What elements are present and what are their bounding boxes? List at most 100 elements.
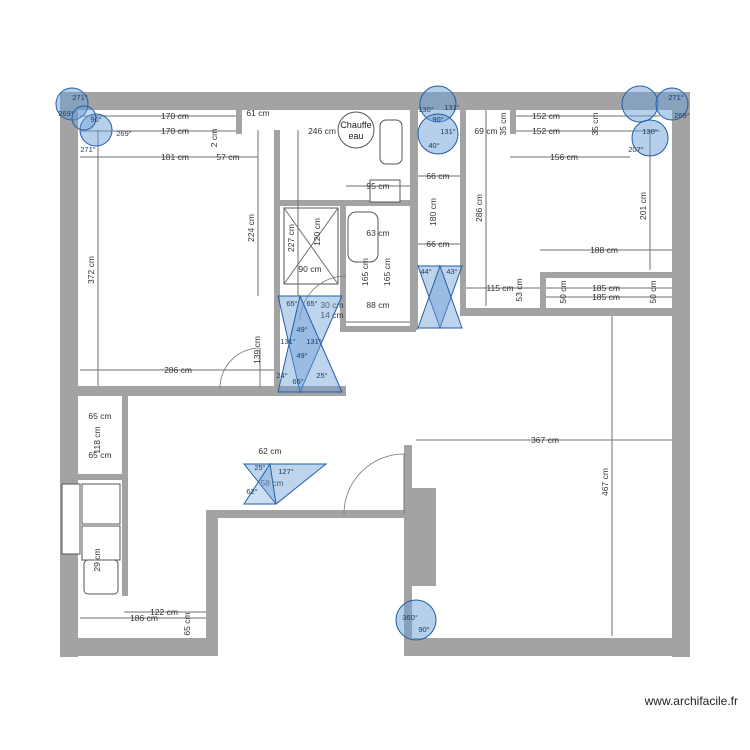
dim-65a: 65 cm	[88, 411, 111, 421]
dim-88: 88 cm	[366, 300, 389, 310]
dim-2: 2 cm	[209, 129, 219, 147]
dim-120: 120 cm	[312, 218, 322, 246]
boiler-sublabel: eau	[348, 131, 363, 141]
dim-188: 188 cm	[590, 245, 618, 255]
dim-185b: 185 cm	[592, 292, 620, 302]
dim-35b: 35 cm	[590, 112, 600, 135]
wall-bath-bottom	[340, 326, 416, 332]
wall-storage-right	[122, 396, 128, 596]
dim-152a: 152 cm	[532, 111, 560, 121]
wall-bath-left	[274, 130, 280, 392]
angle-cluster-mid-right: 44° 43°	[417, 264, 463, 330]
toilet	[347, 211, 379, 263]
angle-label: 66°	[292, 377, 303, 386]
dim-286a: 286 cm	[164, 365, 192, 375]
angle-label: 40°	[428, 141, 439, 150]
wall-top	[60, 92, 690, 110]
dim-66a: 66 cm	[426, 171, 449, 181]
angle-cluster-top-left: 271° 269° 90° 269° 271°	[55, 87, 132, 154]
wall-bottom-right	[406, 638, 690, 656]
dim-14: 14 cm	[320, 310, 343, 320]
dim-53: 53 cm	[514, 278, 524, 301]
dim-58: 58 cm	[260, 478, 283, 488]
wall-closet-top	[236, 110, 242, 134]
dim-57: 57 cm	[216, 152, 239, 162]
dim-170a: 170 cm	[161, 111, 189, 121]
wall-bath-right	[410, 110, 418, 330]
angle-label: 90°	[432, 115, 443, 124]
dim-69: 69 cm	[474, 126, 497, 136]
angle-fan	[631, 119, 669, 157]
angle-label: 65°	[306, 299, 317, 308]
wall-right	[672, 92, 690, 657]
angle-label: 24°	[276, 371, 287, 380]
angle-fan	[243, 462, 277, 505]
dimension-labels: 170 cm 170 cm 61 cm 2 cm 246 cm 181 cm 5…	[86, 108, 658, 636]
angle-label: 207°	[628, 145, 644, 154]
kitchen-counter	[81, 525, 121, 561]
angle-fan	[71, 105, 97, 131]
angle-cluster-bottom: 360° 90°	[395, 599, 437, 641]
dim-201: 201 cm	[638, 192, 648, 220]
dim-66b: 66 cm	[426, 239, 449, 249]
wall-storage-right-room-side	[540, 272, 546, 308]
door-arc-bath	[299, 275, 347, 321]
dim-185a: 185 cm	[592, 283, 620, 293]
dim-467: 467 cm	[600, 468, 610, 496]
angle-label: 130°	[418, 105, 434, 114]
boiler	[337, 111, 375, 149]
angle-label: 131°	[444, 103, 460, 112]
dim-286b: 286 cm	[474, 194, 484, 222]
wall-right-col	[460, 110, 466, 310]
dim-29: 29 cm	[92, 548, 102, 571]
window-bay	[61, 483, 81, 555]
dim-118: 118 cm	[92, 426, 102, 453]
door-arc-living	[219, 347, 261, 389]
angle-cluster-top-right: 271° 269° 207° 130°	[621, 85, 690, 157]
angle-label: 269°	[116, 129, 132, 138]
angle-label: 90°	[418, 625, 429, 634]
dim-115: 115 cm	[486, 283, 513, 293]
walls	[60, 92, 690, 657]
boiler-label: Chauffe	[340, 120, 371, 130]
wall-room-right-left	[404, 445, 412, 656]
dim-367: 367 cm	[531, 435, 559, 445]
angle-label: 25°	[316, 371, 327, 380]
wall-bath-top	[274, 200, 414, 206]
angle-label: 271°	[80, 145, 96, 154]
kitchen-sink	[83, 559, 119, 595]
angle-cluster-bath: 65° 65° 131° 131° 49° 49° 24° 25° 66°	[276, 294, 343, 394]
angle-label: 271°	[72, 93, 88, 102]
angle-fan	[621, 85, 659, 123]
dim-65b: 65 cm	[88, 450, 111, 460]
dim-139: 139 cm	[252, 336, 262, 364]
angle-label: 25°	[254, 463, 265, 472]
watermark: www.archifacile.fr	[644, 694, 738, 708]
angle-fan	[395, 599, 437, 641]
angle-label: 43°	[446, 267, 457, 276]
dim-30: 30 cm	[320, 300, 343, 310]
wall-storage	[78, 474, 124, 480]
dim-122: 122 cm	[150, 607, 178, 617]
dim-180: 180 cm	[428, 198, 438, 226]
angle-markers: 271° 269° 90° 269° 271° 130° 131° 90° 13…	[55, 85, 690, 641]
dim-50b: 50 cm	[648, 280, 658, 303]
angle-cluster-corridor: 127° 25° 62°	[242, 462, 328, 505]
washbasin	[379, 119, 403, 165]
dim-224: 224 cm	[246, 214, 256, 242]
angle-label: 65°	[286, 299, 297, 308]
dim-95: 95 cm	[366, 181, 389, 191]
angle-label: 44°	[420, 267, 431, 276]
dim-35a: 35 cm	[498, 112, 508, 135]
angle-label: 127°	[278, 467, 294, 476]
dim-152b: 152 cm	[532, 126, 560, 136]
dim-165b: 165 cm	[382, 258, 392, 286]
angle-label: 131°	[440, 127, 456, 136]
angle-label: 62°	[246, 487, 257, 496]
doors	[219, 275, 405, 515]
angle-label: 49°	[296, 351, 307, 360]
dim-186: 186 cm	[130, 613, 158, 623]
angle-fan	[79, 113, 113, 147]
angle-label: 269°	[58, 109, 74, 118]
